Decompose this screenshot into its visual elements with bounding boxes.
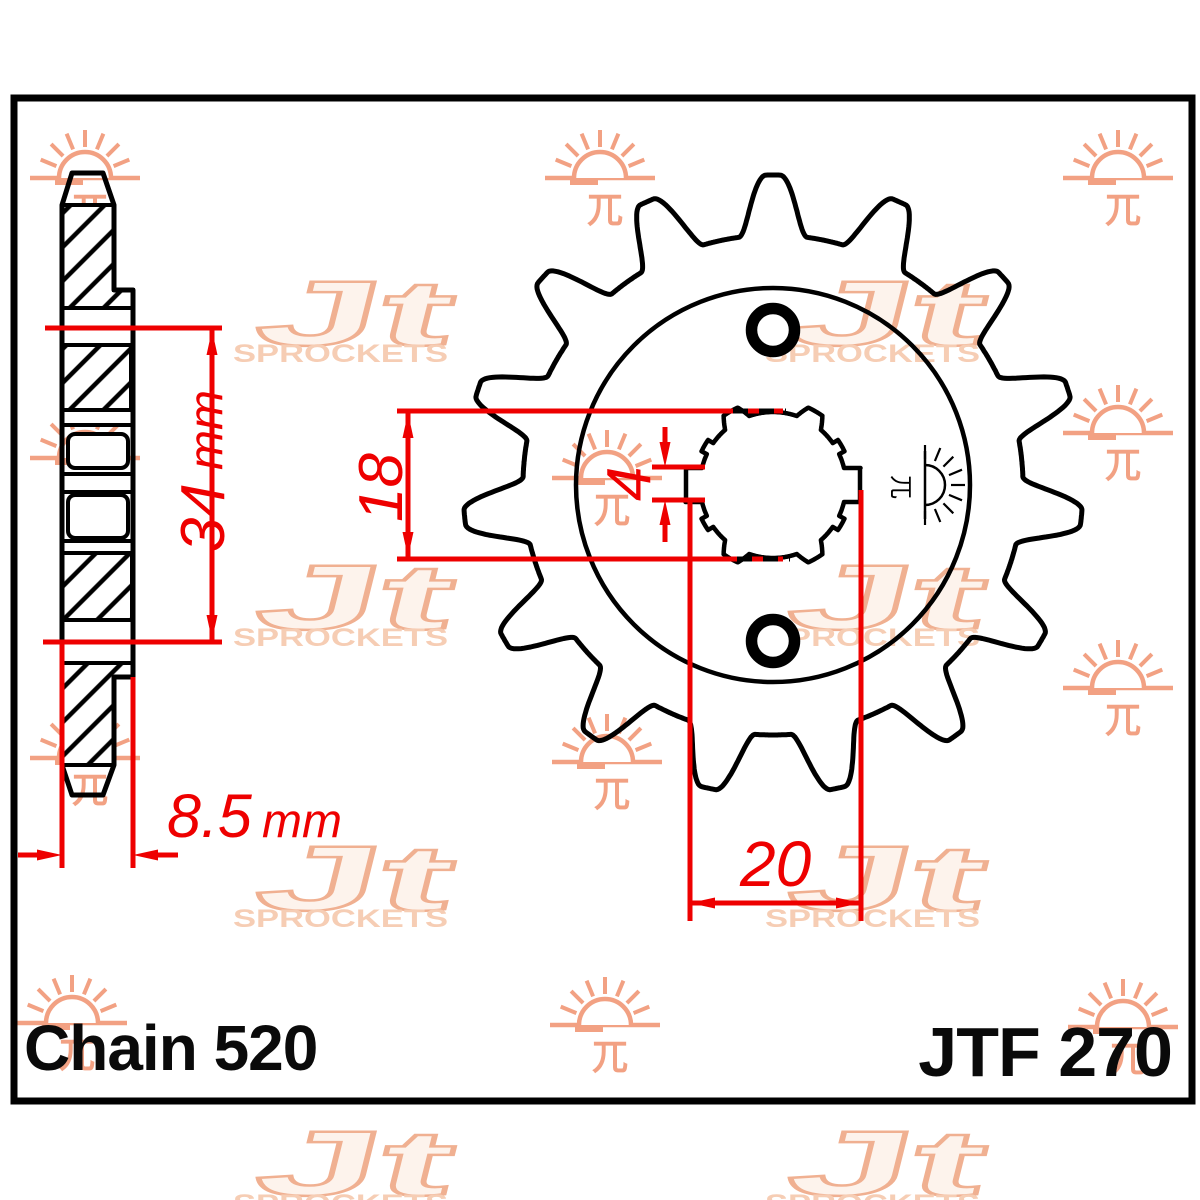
sun-watermark-glyph: 兀 (587, 189, 623, 230)
hub-band-1 (60, 408, 135, 427)
sun-watermark-glyph: 兀 (594, 773, 630, 814)
hub-band-3 (60, 539, 135, 555)
sprocket-teeth-outline (461, 172, 1085, 793)
sun-watermark-glyph: 兀 (1105, 699, 1141, 740)
sprockets-watermark-text: SPROCKETS (233, 340, 448, 368)
stamp-sun-dome (924, 463, 947, 507)
dim-shaft-width-value: 20 (739, 828, 812, 900)
sun-watermark: 兀 (17, 975, 127, 1075)
dimension-arrowhead (402, 532, 414, 557)
watermark-layer: 兀兀兀兀兀兀兀兀兀兀兀兀JtSPROCKETSJtSPROCKETSJtSPRO… (17, 130, 1178, 1200)
sprockets-watermark-text: SPROCKETS (233, 905, 448, 933)
dim-hub-length-unit: mm (180, 390, 233, 470)
hidden-edge-dashes (733, 408, 790, 562)
jt-logo-text: Jt (246, 826, 467, 929)
sun-watermark: 兀 (1063, 385, 1173, 485)
sprockets-watermark-text: SPROCKETS (765, 624, 980, 652)
dimension-arrowhead (836, 897, 861, 909)
spline-slot-upper (66, 432, 130, 470)
model-number-label: JTF 270 (918, 1013, 1172, 1091)
hub-circle (573, 285, 973, 685)
dimension-texts: 34 mm 18 4 20 8.5 mm (167, 390, 812, 900)
dimension-arrowhead (133, 849, 158, 861)
spline-bore-outline (683, 405, 863, 565)
stamp-sun-ray (948, 468, 963, 477)
stamp-sun-ray (948, 493, 963, 502)
jt-logo-text: Jt (778, 826, 999, 929)
sun-watermark: 兀 (552, 430, 662, 530)
stamp-sun-ray (942, 502, 955, 515)
sprockets-watermark-text: SPROCKETS (233, 624, 448, 652)
sun-watermark: 兀 (1068, 979, 1178, 1079)
sun-watermark-glyph: 兀 (1110, 1038, 1146, 1079)
dim-overall-width-value: 8.5 (167, 782, 253, 850)
sun-watermark-glyph: 兀 (594, 489, 630, 530)
dimension-arrowhead (659, 500, 671, 525)
stamp-sun-ray (933, 508, 942, 523)
sprockets-watermark-text: SPROCKETS (765, 340, 980, 368)
stamp-sun-ray (933, 447, 942, 462)
sun-watermark-glyph: 兀 (1105, 189, 1141, 230)
bolt-hole-top (745, 302, 801, 358)
hatch-block-lower (60, 551, 134, 622)
bolt-hole-bottom (745, 613, 801, 669)
jt-logo-text: Jt (246, 545, 467, 648)
stamp-sun-glyph: 兀 (887, 475, 914, 499)
sun-watermark-glyph: 兀 (1105, 444, 1141, 485)
jt-logo-text: Jt (246, 1111, 467, 1200)
dim-overall-width-unit: mm (262, 795, 342, 848)
hub-band-2 (60, 472, 135, 494)
jt-logo-text: Jt (778, 1111, 999, 1200)
sun-watermark: 兀 (552, 714, 662, 814)
jt-logo-text: Jt (246, 261, 467, 364)
jt-logo-text: Jt (778, 545, 999, 648)
stamp-sun-ray (942, 455, 955, 468)
spline-slot-lower (66, 493, 130, 540)
chain-size-label: Chain 520 (24, 1012, 317, 1084)
dimension-arrowhead (37, 849, 62, 861)
dimension-arrowhead (659, 442, 671, 467)
jt-stamp-logo: 兀 (887, 445, 965, 525)
frame-border (10, 94, 1196, 1105)
sun-watermark-glyph: 兀 (592, 1036, 628, 1077)
dimension-layer (18, 325, 864, 921)
dim-hub-length-value: 34 (169, 483, 238, 552)
sprockets-watermark-text: SPROCKETS (233, 1190, 448, 1200)
hatch-block-upper (60, 343, 133, 412)
dim-bore-height-value: 18 (347, 453, 416, 522)
sun-watermark-glyph: 兀 (59, 1034, 95, 1075)
dimension-arrowhead (690, 897, 715, 909)
sun-watermark: 兀 (1063, 130, 1173, 230)
front-view: 兀 (461, 172, 1085, 793)
dimension-arrowhead (206, 615, 218, 640)
sun-watermark: 兀 (545, 130, 655, 230)
sprockets-watermark-text: SPROCKETS (765, 905, 980, 933)
jt-logo-text: Jt (778, 261, 999, 364)
sun-watermark: 兀 (1063, 640, 1173, 740)
sun-watermark: 兀 (550, 977, 660, 1077)
dimension-arrowhead (206, 330, 218, 355)
side-section-view (59, 170, 136, 798)
dim-spline-groove-value: 4 (595, 467, 664, 501)
dimension-arrowhead (402, 413, 414, 438)
sun-watermark-glyph: 兀 (72, 769, 108, 810)
sprockets-watermark-text: SPROCKETS (765, 1190, 980, 1200)
hatch-block-top (60, 203, 135, 310)
